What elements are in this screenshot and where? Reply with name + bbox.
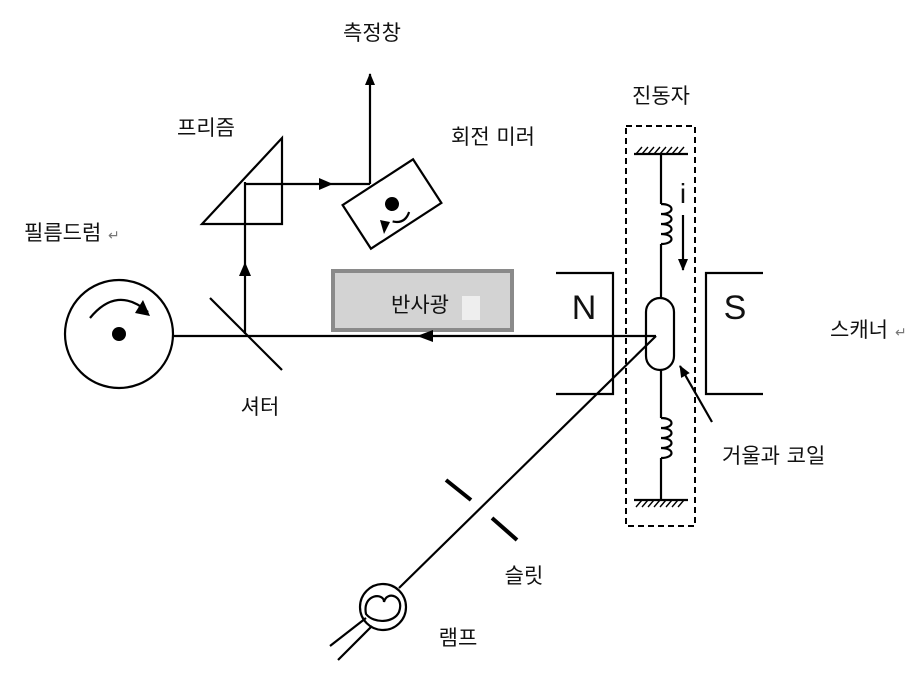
return-mark-scanner: ↵ <box>895 325 907 341</box>
label-vibrator: 진동자 <box>632 84 690 108</box>
label-rotating-mirror: 회전 미러 <box>451 125 535 149</box>
label-slit: 슬릿 <box>505 564 544 588</box>
label-measure-window: 측정창 <box>343 21 401 45</box>
mirror-coil-pointer <box>679 365 713 423</box>
slit <box>444 478 519 542</box>
label-mirror-coil: 거울과 코일 <box>722 444 825 468</box>
label-current: i <box>680 178 686 209</box>
lamp <box>329 582 408 661</box>
label-film-drum: 필름드럼 <box>24 221 101 245</box>
return-mark-film-drum: ↵ <box>108 228 120 244</box>
mirror-rotation-arrow <box>392 211 411 224</box>
label-shutter: 셔터 <box>241 395 280 419</box>
vibrator-frame <box>625 125 696 527</box>
label-pole-n: N <box>572 289 597 327</box>
rotating-mirror <box>341 157 443 251</box>
lower-spring <box>660 416 673 460</box>
mirror-coil-element <box>644 296 676 372</box>
label-pole-s: S <box>724 289 747 327</box>
label-scanner: 스캐너 <box>830 318 888 342</box>
magnet-south <box>704 271 763 396</box>
label-reflected-light: 반사광 <box>391 293 449 317</box>
upper-spring <box>660 202 673 246</box>
film-drum <box>63 278 175 390</box>
label-prism: 프리즘 <box>177 116 235 140</box>
label-lamp: 램프 <box>439 626 478 650</box>
reflected-light-box <box>331 269 514 332</box>
lamp-filament <box>364 594 402 622</box>
prism <box>199 135 284 226</box>
incident-beam <box>398 335 657 589</box>
reflected-beam-arrow <box>417 330 433 342</box>
vibrator-element <box>634 146 688 508</box>
magnet-north <box>556 271 615 396</box>
